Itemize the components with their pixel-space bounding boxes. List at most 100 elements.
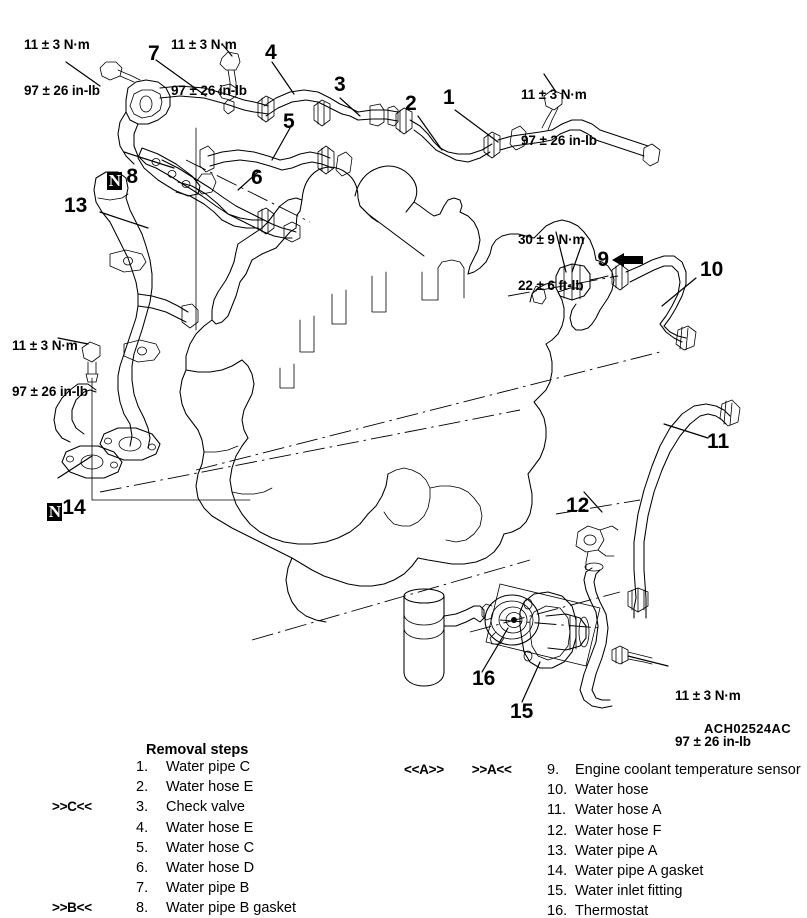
callout-11: 11 bbox=[707, 430, 730, 453]
torque-spec-3: 11 ± 3 N·m 97 ± 26 in-lb bbox=[521, 57, 597, 178]
remove-mark: >>A<< bbox=[471, 762, 512, 777]
legend-number: 13. bbox=[547, 842, 568, 859]
legend-text: Water hose E bbox=[166, 819, 254, 836]
water-pipe-b-assembly bbox=[99, 51, 301, 243]
legend-item-12: 12. Water hose F bbox=[547, 823, 807, 843]
engine-cooling-diagram bbox=[53, 43, 741, 709]
legend-item-11: 11. Water hose A bbox=[547, 802, 807, 822]
legend-right-column: <<A>> >>A<< 9. Engine coolant temperature… bbox=[404, 742, 807, 918]
legend-text: Water hose F bbox=[575, 822, 662, 839]
callout-14-number: 14 bbox=[62, 495, 86, 519]
legend-text: Water hose bbox=[575, 782, 649, 799]
legend-number: 11. bbox=[547, 802, 567, 819]
legend-item-13: 13. Water pipe A bbox=[547, 843, 807, 863]
legend-number: 3. bbox=[136, 799, 149, 816]
legend-item-7: 7. Water pipe B bbox=[40, 880, 400, 900]
legend-number: 8. bbox=[136, 900, 149, 917]
callout-8-number: 8 bbox=[126, 164, 139, 188]
torque-inlb: 97 ± 26 in-lb bbox=[521, 132, 597, 148]
legend-item-5: 5. Water hose C bbox=[40, 840, 400, 860]
torque-spec-2: 11 ± 3 N·m 97 ± 26 in-lb bbox=[171, 7, 247, 128]
new-part-symbol-icon: N bbox=[47, 501, 63, 521]
torque-inlb: 97 ± 26 in-lb bbox=[675, 733, 751, 749]
legend-text: Water hose E bbox=[166, 779, 254, 796]
install-mark: <<A>> bbox=[404, 762, 444, 777]
drawing-id: ACH02524AC bbox=[704, 721, 792, 736]
new-part-symbol-icon: N bbox=[107, 170, 123, 190]
callout-9: 9 bbox=[574, 224, 644, 295]
legend-text: Water pipe C bbox=[166, 759, 251, 775]
torque-spec-6: 11 ± 3 N·m 97 ± 26 in-lb bbox=[675, 658, 751, 779]
left-arrow-icon bbox=[612, 252, 644, 267]
legend-number: 6. bbox=[136, 859, 149, 876]
torque-inlb: 97 ± 26 in-lb bbox=[171, 82, 247, 98]
legend-text: Water hose A bbox=[575, 802, 662, 819]
callout-16: 16 bbox=[472, 667, 496, 690]
callout-7: 7 bbox=[148, 42, 160, 65]
upper-hose-group bbox=[175, 89, 661, 235]
engine-block-outline bbox=[179, 165, 615, 687]
legend: Removal steps 1. Water pipe C 2. Water h… bbox=[0, 742, 807, 918]
legend-item-10: 10. Water hose bbox=[547, 782, 807, 802]
torque-spec-5: 11 ± 3 N·m 97 ± 26 in-lb bbox=[12, 308, 88, 429]
legend-text: Water hose C bbox=[166, 839, 255, 856]
legend-item-8: >>B<< 8. Water pipe B gasket bbox=[40, 900, 400, 918]
legend-item-6: 6. Water hose D bbox=[40, 860, 400, 880]
legend-item-14: 14. Water pipe A gasket bbox=[547, 863, 807, 883]
legend-item-4: 4. Water hose E bbox=[40, 820, 400, 840]
torque-nm: 11 ± 3 N·m bbox=[521, 87, 587, 103]
construction-lines bbox=[99, 159, 661, 641]
legend-number: 16. bbox=[547, 903, 568, 918]
callout-1: 1 bbox=[443, 86, 455, 109]
callout-6: 6 bbox=[251, 166, 263, 189]
sensor-and-hose-10 bbox=[529, 255, 697, 351]
torque-nm: 11 ± 3 N·m bbox=[24, 37, 90, 53]
legend-item-9: 9. Engine coolant temperature sensor bbox=[547, 762, 807, 782]
legend-text: Water pipe B gasket bbox=[166, 900, 297, 917]
legend-number: 14. bbox=[547, 862, 568, 879]
hose-11-12 bbox=[575, 399, 741, 709]
legend-text: Check valve bbox=[166, 799, 245, 816]
legend-mark: >>B<< bbox=[52, 900, 92, 916]
legend-number: 10. bbox=[547, 782, 568, 799]
legend-mark: >>C<< bbox=[52, 799, 92, 815]
torque-inlb: 97 ± 26 in-lb bbox=[24, 82, 100, 98]
torque-spec-4: 30 ± 9 N·m 22 ± 6 ft-lb bbox=[518, 202, 585, 323]
callout-3: 3 bbox=[334, 73, 346, 96]
callout-12: 12 bbox=[566, 494, 590, 517]
callout-2: 2 bbox=[405, 92, 417, 115]
thermostat-inlet-assembly bbox=[481, 583, 653, 669]
callout-15: 15 bbox=[510, 700, 534, 723]
legend-item-3: >>C<< 3. Check valve bbox=[40, 799, 400, 819]
legend-marks-header: <<A>> >>A<< bbox=[404, 762, 512, 777]
legend-number: 15. bbox=[547, 883, 568, 900]
torque-nm: 11 ± 3 N·m bbox=[675, 688, 741, 704]
callout-9-number: 9 bbox=[597, 247, 610, 271]
diagram-svg bbox=[53, 43, 741, 709]
torque-inlb: 97 ± 26 in-lb bbox=[12, 383, 88, 399]
callout-5: 5 bbox=[283, 110, 295, 133]
legend-item-15: 15. Water inlet fitting bbox=[547, 883, 807, 903]
torque-spec-1: 11 ± 3 N·m 97 ± 26 in-lb bbox=[24, 7, 100, 128]
legend-number: 1. bbox=[136, 759, 149, 775]
legend-number: 5. bbox=[136, 839, 149, 856]
legend-number: 9. bbox=[547, 762, 560, 778]
legend-number: 7. bbox=[136, 880, 149, 897]
callout-leaders bbox=[57, 43, 709, 703]
legend-left-column: Removal steps 1. Water pipe C 2. Water h… bbox=[40, 742, 400, 918]
callout-13: 13 bbox=[64, 194, 88, 217]
legend-text: Water hose D bbox=[166, 859, 255, 876]
legend-text: Water inlet fitting bbox=[575, 883, 683, 900]
legend-text: Engine coolant temperature sensor bbox=[575, 762, 801, 778]
callout-14: N14 bbox=[24, 472, 86, 544]
legend-item-2: 2. Water hose E bbox=[40, 779, 400, 799]
callout-10: 10 bbox=[700, 258, 724, 281]
legend-number: 2. bbox=[136, 779, 149, 796]
legend-text: Water pipe A bbox=[575, 842, 658, 859]
legend-text: Water pipe A gasket bbox=[575, 862, 704, 879]
legend-item-1: 1. Water pipe C bbox=[40, 759, 400, 779]
torque-nm: 30 ± 9 N·m bbox=[518, 232, 585, 248]
legend-text: Thermostat bbox=[575, 903, 649, 918]
